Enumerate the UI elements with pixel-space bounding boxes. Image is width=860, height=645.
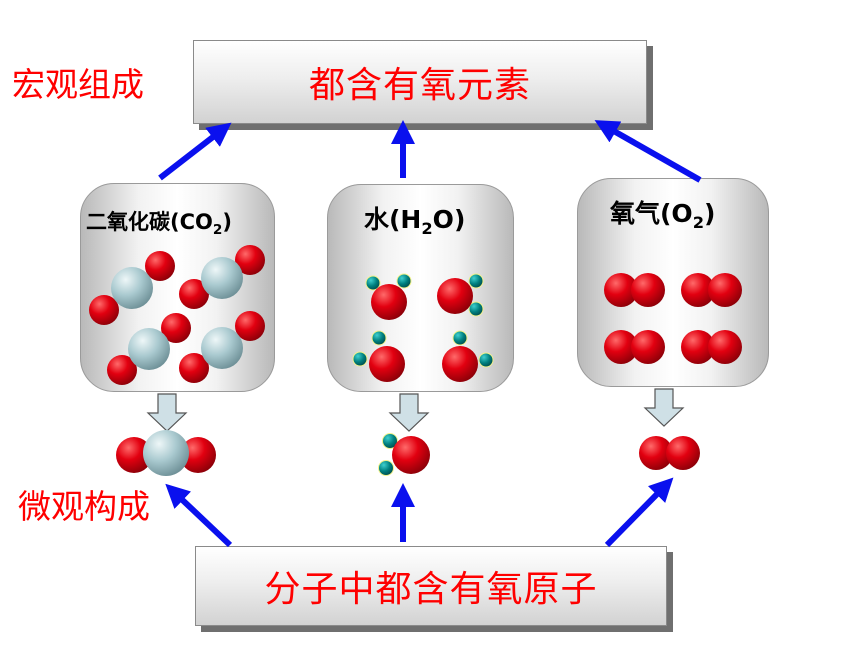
top-statement-text: 都含有氧元素 [308, 65, 531, 106]
bottom-statement-box: 分子中都含有氧原子 [195, 546, 667, 626]
o2-down-arrow [643, 388, 685, 427]
single-co2-molecule [116, 430, 216, 476]
macro-composition-label: 宏观组成 [12, 65, 144, 104]
h2o-down-arrow [388, 393, 430, 432]
h2o-molecules [352, 273, 494, 382]
single-h2o-molecule [378, 433, 430, 476]
o2-molecules [604, 273, 742, 364]
bottom-statement-text: 分子中都含有氧原子 [264, 569, 598, 610]
co2-panel-title: 二氧化碳(CO2) [86, 210, 232, 239]
co2-down-arrow [146, 393, 188, 432]
o2-panel-title: 氧气(O2) [610, 199, 716, 232]
arrow-bottom-to-o2 [604, 477, 674, 548]
arrow-co2-to-top [158, 122, 232, 181]
arrow-bottom-to-co2 [165, 483, 233, 548]
arrow-o2-to-top [594, 120, 702, 183]
h2o-panel-title: 水(H2O) [364, 205, 466, 238]
micro-composition-label: 微观构成 [18, 487, 150, 526]
top-statement-box: 都含有氧元素 [193, 40, 647, 124]
co2-molecules [89, 245, 265, 385]
single-o2-molecule [639, 436, 700, 470]
